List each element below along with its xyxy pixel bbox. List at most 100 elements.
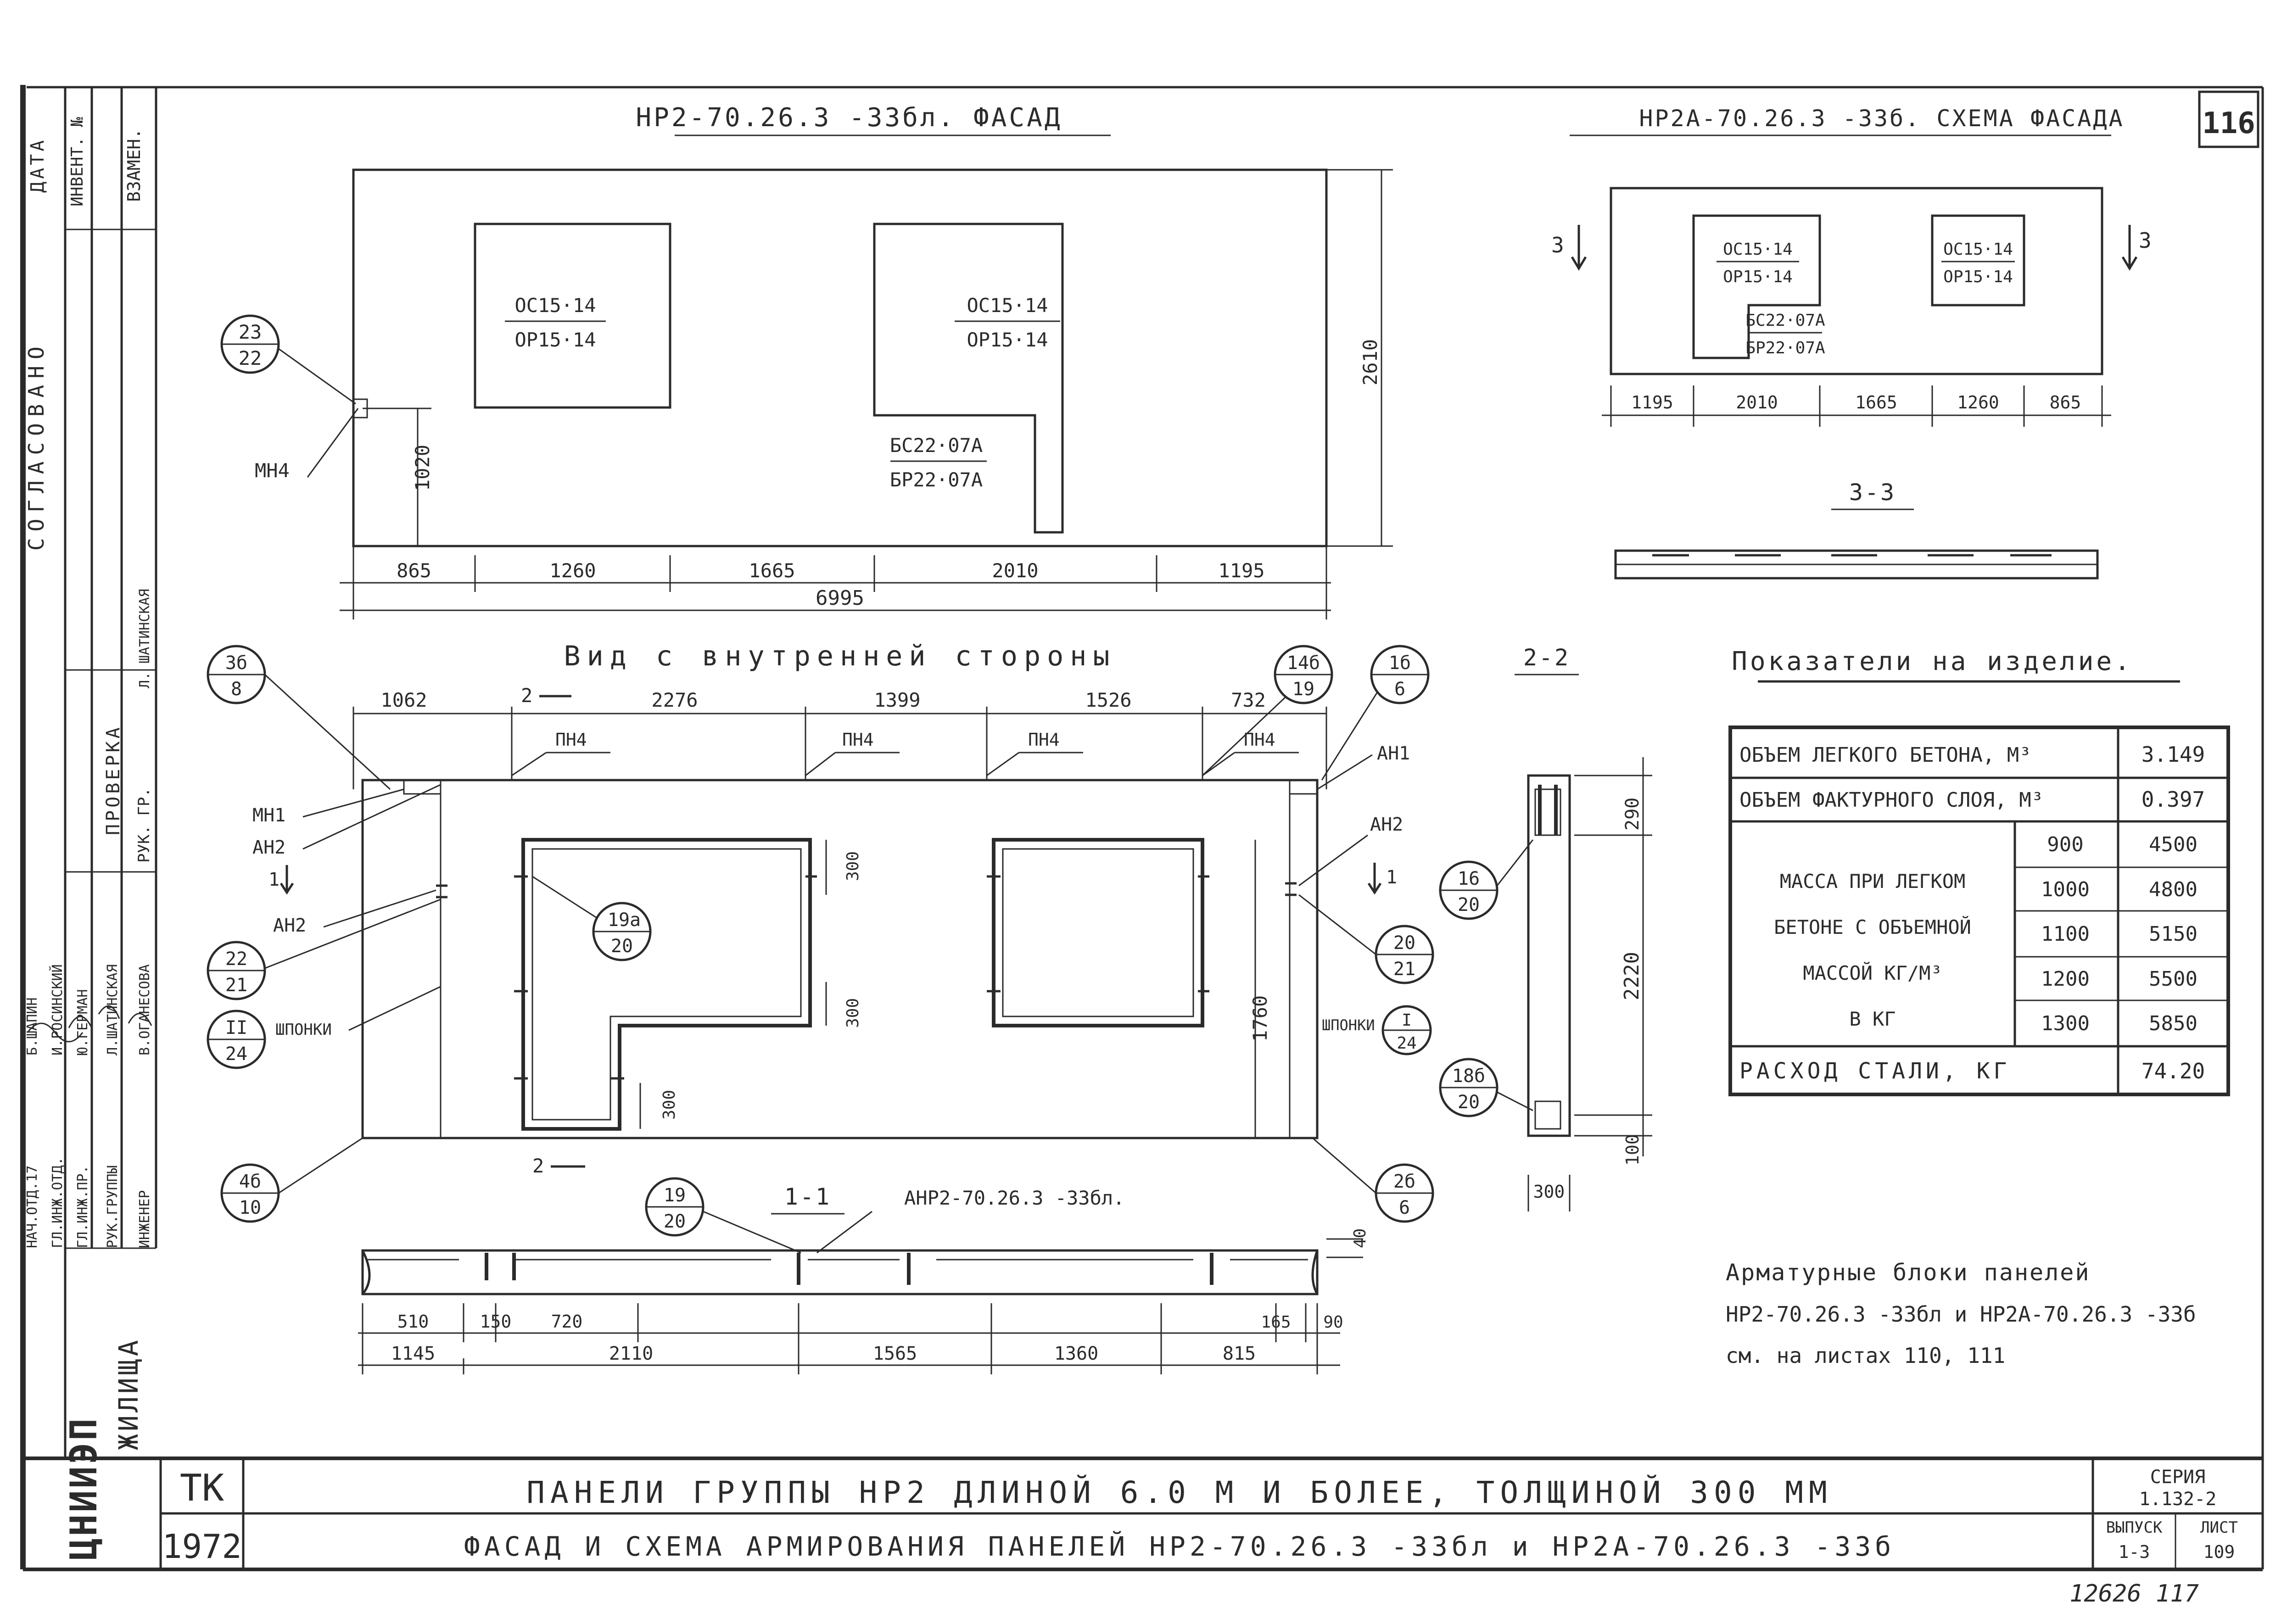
inner-callout-4b-bottom: 10 [239,1197,261,1218]
stamp-inventory: ИНВЕНТ. № [68,117,87,206]
inner-door-opening [521,838,812,1131]
title-block-org: ТК [180,1467,224,1509]
indicator-mass-label-3: МАССОЙ КГ/М³ [1803,961,1942,984]
facade-door-mark-2: БР22·07А [890,469,983,491]
facade-door-mark: БС22·07А [890,434,983,457]
inner-callout-II-top: II [225,1017,247,1038]
title-block-line-1: ПАНЕЛИ ГРУППЫ НР2 ДЛИНОЙ 6.0 М И БОЛЕЕ, … [526,1474,1832,1510]
scheme-dim-4: 1260 [1957,392,1999,413]
indicator-density-5: 1300 [2041,1012,2090,1035]
section-2-2-dim-2: 2220 [1620,952,1644,1000]
inner-callout-20-bottom: 21 [1393,959,1415,980]
indicator-mass-1: 4500 [2149,833,2198,856]
section-1-1-dim-top-5: 90 [1323,1313,1343,1332]
section-2-2-title: 2-2 [1523,644,1570,671]
stamp-role-3: ГЛ.ИНЖ.ПР. [75,1165,91,1248]
inner-cut-1-right: 1 [1386,867,1397,888]
inner-top-dim-1: 1062 [380,689,427,711]
facade-dim-2: 1260 [549,559,596,582]
stamp-name-2: И.РОСИНСКИЙ [49,964,66,1055]
stamp-org: ЖИЛИЩА [113,1337,144,1450]
inventory-number: 12626 117 [2069,1580,2199,1607]
scheme-window-right [1931,214,2025,307]
scheme-door-mark-2: БР22·07А [1745,339,1825,357]
indicator-finish-value: 0.397 [2142,787,2205,812]
inner-panel [361,779,1319,1139]
inner-view: Вид с внутренней стороны 1062 2276 1399 … [207,640,1434,1223]
scheme-panel [1610,187,2103,375]
indicator-steel-label: РАСХОД СТАЛИ, КГ [1739,1058,2010,1084]
indicator-steel-value: 74.20 [2142,1059,2205,1083]
section-1-1-title: 1-1 [784,1183,831,1210]
facade-title: НР2-70.26.3 -33бл. ФАСАД [636,103,1062,133]
facade-dim-5: 1195 [1218,559,1264,582]
inner-callout-II-bottom: 24 [225,1044,247,1065]
inner-callout-14b-bottom: 19 [1292,679,1314,700]
stamp-name-5: В.ОГАНЕСОВА [137,964,153,1055]
inner-dim-300-a: 300 [844,851,862,881]
section-2-2-profile [1527,774,1571,1137]
inner-callout-1b-top: 1б [1389,653,1411,674]
scheme-window-left-mark-2: ОР15·14 [1723,268,1793,286]
indicator-mass-2: 4800 [2149,878,2198,901]
inner-callout-22-bottom: 21 [225,975,247,996]
stamp-checked: ПРОВЕРКА [103,725,124,835]
stamp-column: СОГЛАСОВАНО ДАТА ИНВЕНТ. № ВЗАМЕН. ПРОВЕ… [24,87,157,1560]
section-2-2-callout-b-bottom: 20 [1458,1092,1480,1113]
indicator-mass-label-4: В КГ [1849,1008,1896,1030]
inner-callout-20-top: 20 [1393,932,1415,954]
facade-window-right-mark: ОС15·14 [967,294,1048,317]
facade-window-left [474,223,671,409]
indicators-table: Показатели на изделие. ОБЪЕМ ЛЕГКОГО БЕТ… [1728,647,2230,1096]
scheme-title: НР2А-70.26.3 -33б. СХЕМА ФАСАДА [1639,105,2124,132]
scheme-window-right-mark-2: ОР15·14 [1943,268,2013,286]
section-2-2-callout-a-bottom: 20 [1458,894,1480,915]
indicator-density-2: 1000 [2041,878,2090,901]
scheme-door-mark: БС22·07А [1745,311,1825,330]
inner-callout-3b-top: 3б [225,653,247,674]
sheet-frame [20,85,2264,1571]
stamp-role-1: НАЧ.ОТД.17 [24,1165,40,1248]
section-1-1-depth: 40 [1351,1228,1370,1248]
facade-window-left-mark: ОС15·14 [514,294,596,317]
section-1-1-dim-top-3: 720 [551,1311,583,1332]
sheet-number: 116 [2202,106,2255,140]
indicators-title: Показатели на изделие. [1732,647,2133,676]
section-1-1-dim-bottom-5: 815 [1223,1343,1256,1364]
stamp-role-2: ГЛ.ИНЖ.ОТД. [50,1157,66,1248]
facade-window-left-mark-2: ОР15·14 [514,329,596,351]
inner-callout-I-bottom: 24 [1397,1034,1416,1053]
inner-label-an2-a: АН2 [252,837,285,858]
inner-cut-2-top: 2 [521,684,532,707]
facade-window-right-mark-2: ОР15·14 [967,329,1048,351]
facade-sill-dim: 1020 [411,445,434,491]
note-line-2: НР2-70.26.3 -33бл и НР2А-70.26.3 -33б [1726,1302,2196,1327]
reinforcement-note: Арматурные блоки панелей НР2-70.26.3 -33… [1726,1259,2196,1368]
facade-callout-top: 23 [239,321,262,343]
indicator-density-3: 1100 [2041,922,2090,946]
facade-door-opening [873,223,1064,534]
section-1-1-profile [361,1249,1319,1295]
section-1-1-dim-bottom-3: 1565 [873,1343,917,1364]
inner-label-mn1: МН1 [252,805,285,826]
scheme-dim-2: 2010 [1736,392,1778,413]
section-1-1-callout-top: 19 [664,1185,686,1206]
section-2-2: 2-2 290 2220 100 300 16 20 18б 20 [1439,644,1652,1211]
inner-cut-2-bottom: 2 [532,1155,544,1177]
title-block-sheet-label: ЛИСТ [2200,1518,2238,1537]
inner-callout-4b-top: 4б [239,1171,261,1192]
facade-dim-1: 865 [397,559,431,582]
inner-loop-3: ПН4 [1028,730,1060,750]
scheme-window-left-mark: ОС15·14 [1723,240,1793,259]
title-block: ТК 1972 ПАНЕЛИ ГРУППЫ НР2 ДЛИНОЙ 6.0 М И… [159,1458,2263,1569]
inner-label-an2-c: АН2 [1370,814,1403,835]
indicator-mass-3: 5150 [2149,922,2198,946]
inner-window-opening [992,838,1204,1027]
scheme-window-right-mark: ОС15·14 [1943,240,2013,259]
section-1-1-dim-top-4: 165 [1261,1313,1291,1332]
indicator-mass-4: 5500 [2149,967,2198,991]
scheme-section-title: 3-3 [1849,479,1896,506]
section-1-1-dim-top-1: 510 [397,1311,429,1332]
inner-label-keys-right: ШПОНКИ [1322,1016,1375,1034]
